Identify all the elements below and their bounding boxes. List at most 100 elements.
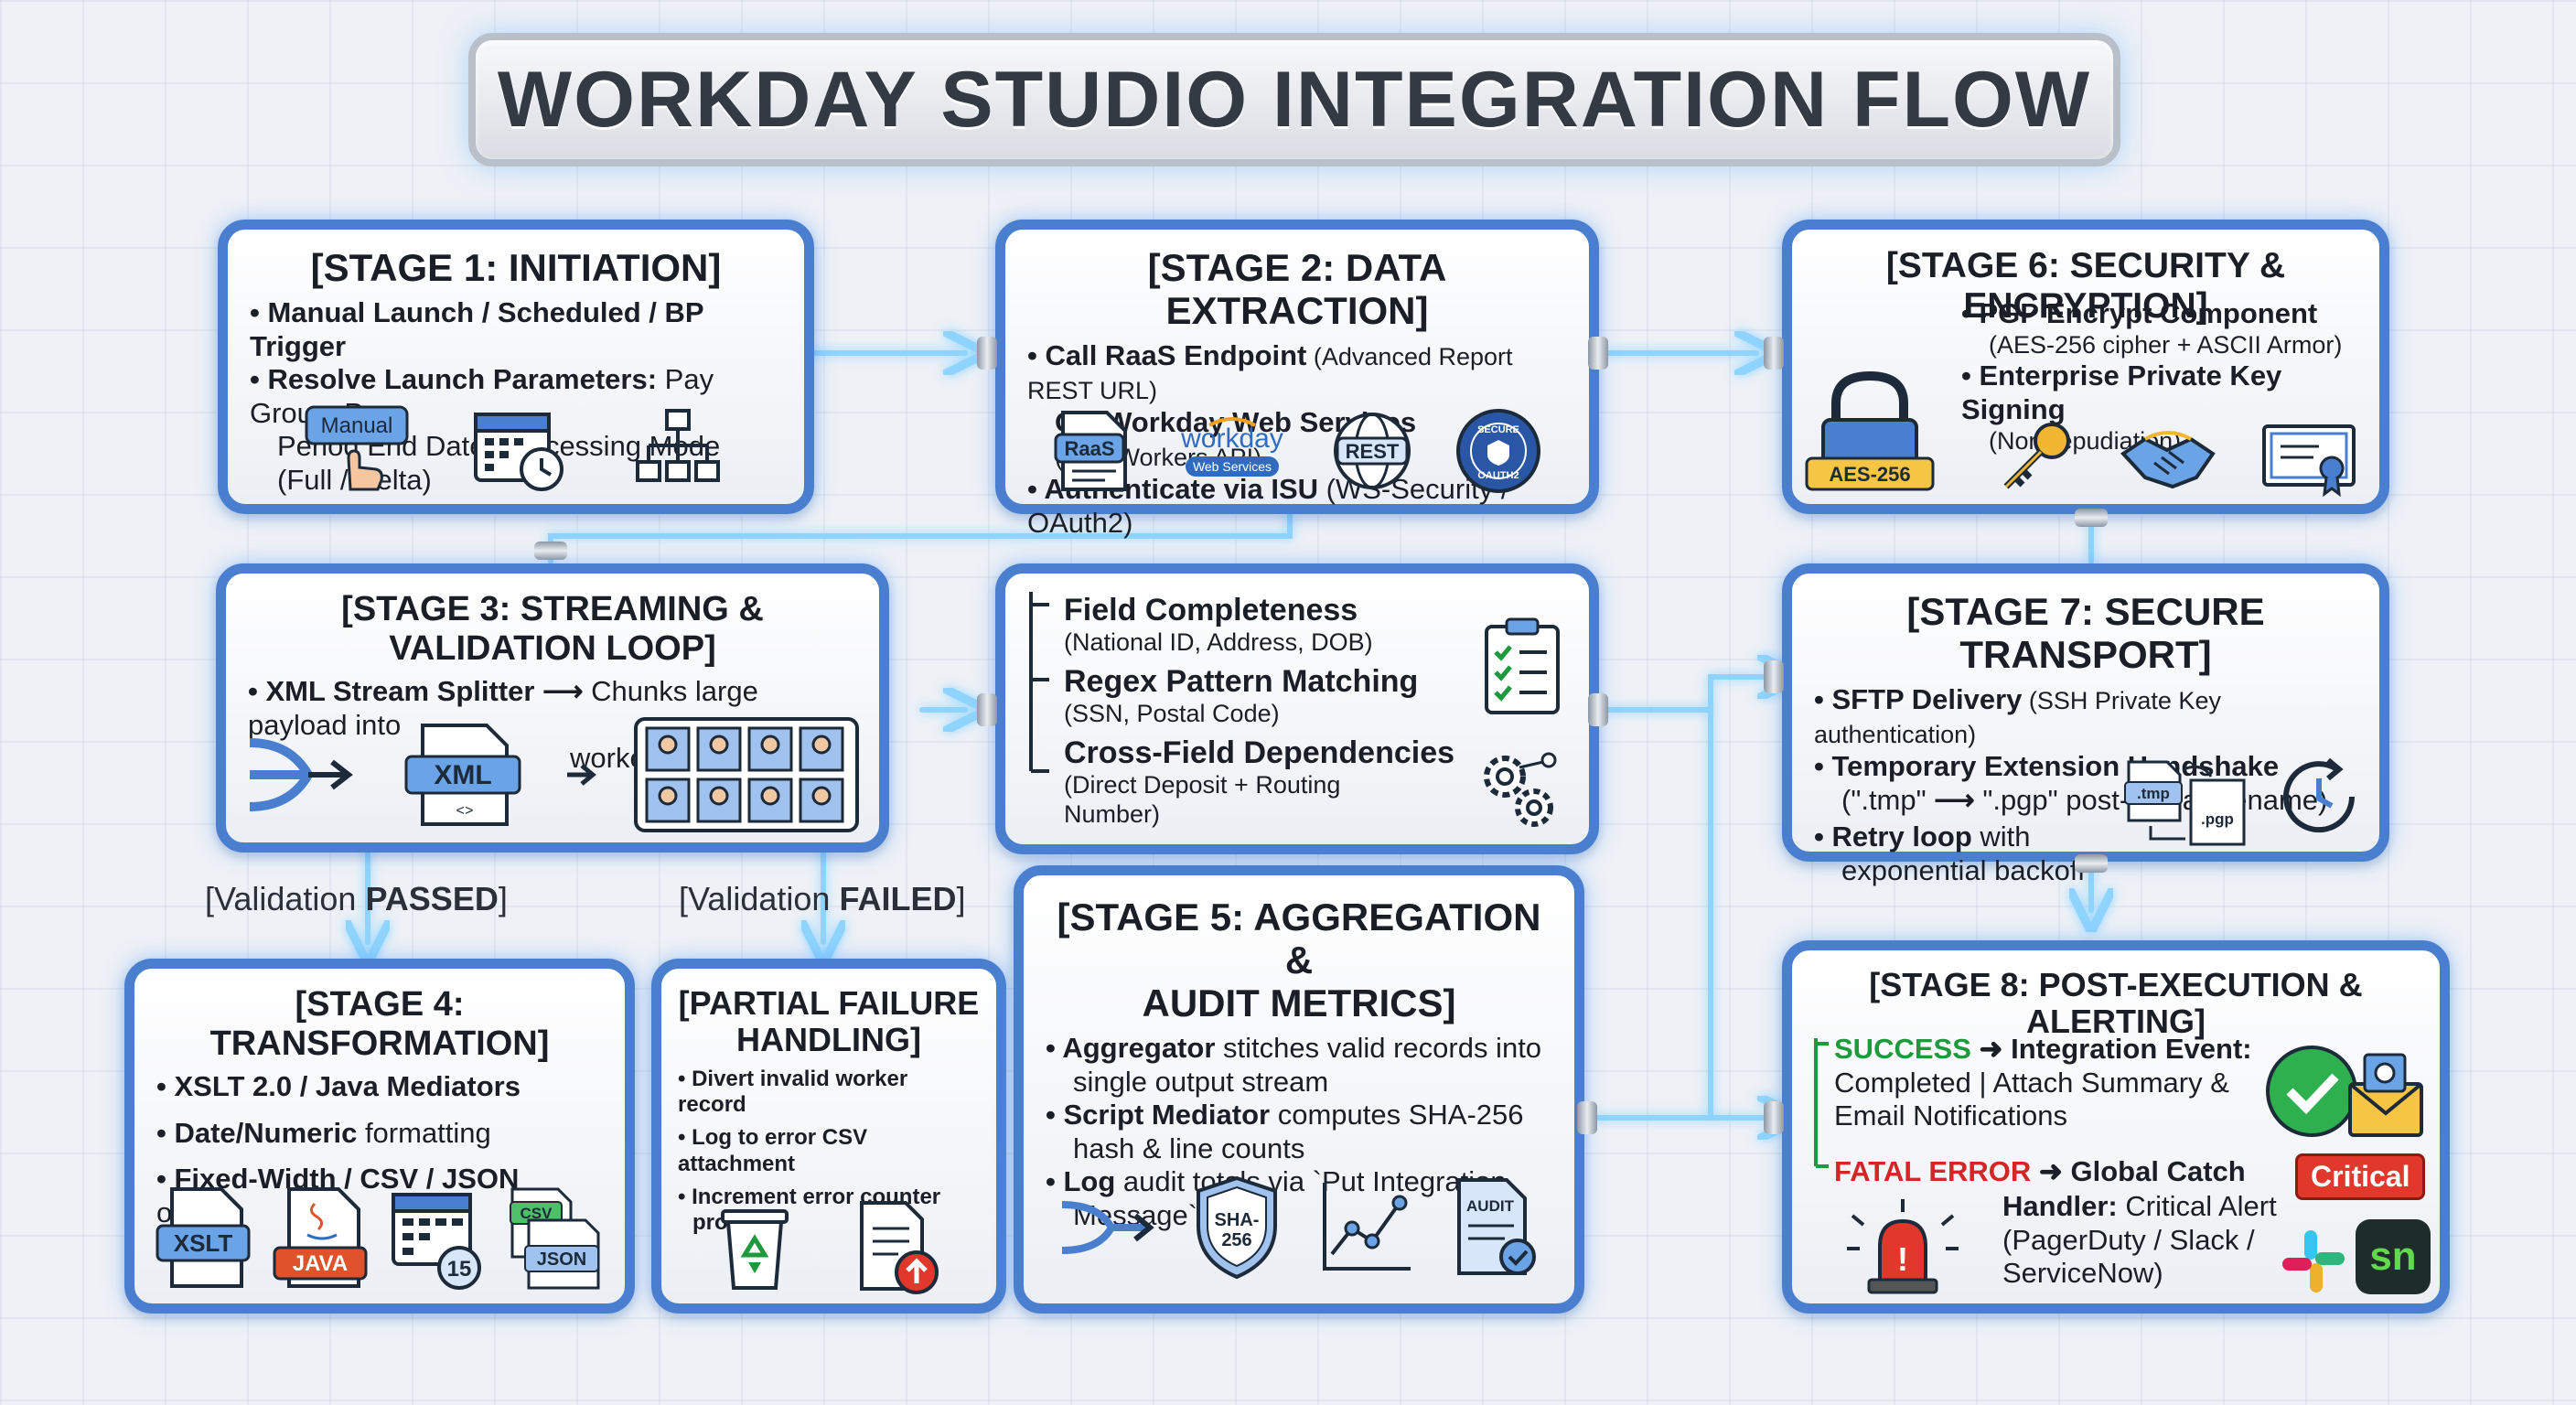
- servicenow-logo-icon: sn: [2356, 1219, 2431, 1294]
- calendar-clock-icon: [473, 413, 564, 491]
- stage-5-heading-2: AUDIT METRICS]: [1142, 981, 1456, 1025]
- svg-text:XML: XML: [434, 760, 491, 790]
- handshake-icon: [2120, 431, 2216, 489]
- stage-3-card: [STAGE 3: STREAMING & VALIDATION LOOP] •…: [216, 563, 889, 853]
- title-plate: WORKDAY STUDIO INTEGRATION FLOW: [468, 33, 2120, 166]
- raas-document-icon: RaaS: [1054, 411, 1127, 491]
- checklist-clipboard-icon: [1485, 617, 1560, 714]
- stage-2-line-1: • Call RaaS Endpoint (Advanced Report RE…: [1027, 339, 1513, 404]
- stage-4-heading: [STAGE 4: TRANSFORMATION]: [209, 985, 550, 1063]
- svg-text:.tmp: .tmp: [2137, 785, 2170, 802]
- stage-1-line-1: • Manual Launch / Scheduled / BP Trigger: [250, 296, 704, 362]
- svg-text:JAVA: JAVA: [293, 1251, 348, 1276]
- stage-6-line-3: • Enterprise Private Key Signing: [1961, 359, 2282, 426]
- stage-8-card: [STAGE 8: POST-EXECUTION & ALERTING] SUC…: [1782, 940, 2450, 1314]
- error-upload-document-icon: [860, 1201, 939, 1294]
- connector-knob: [2075, 509, 2108, 527]
- stream-split-icon: [249, 738, 353, 811]
- connector-knob: [534, 542, 567, 560]
- svg-text:RaaS: RaaS: [1064, 437, 1114, 460]
- rule-tree-lines: [1029, 592, 1049, 773]
- stage-1-card: [STAGE 1: INITIATION] • Manual Launch / …: [218, 220, 814, 514]
- stage-7-card: [STAGE 7: SECURE TRANSPORT] • SFTP Deliv…: [1782, 563, 2389, 886]
- svg-text:Web Services: Web Services: [1193, 459, 1272, 474]
- svg-text:256: 256: [1221, 1230, 1251, 1250]
- stage-8-heading: [STAGE 8: POST-EXECUTION & ALERTING]: [1869, 966, 2363, 1041]
- success-email-icon: [2266, 1046, 2423, 1137]
- xml-document-icon: XML <>: [404, 724, 521, 826]
- stage-1-line-2: • Resolve Launch Parameters: Pay Group, …: [250, 363, 714, 429]
- svg-text:SHA-: SHA-: [1214, 1210, 1259, 1230]
- csv-json-files-icon: CSV JSON: [510, 1187, 600, 1290]
- stage-7-line-4: • Retry loop with: [1814, 820, 2031, 853]
- manual-button-icon: Manual: [305, 405, 409, 491]
- svg-text:REST: REST: [1346, 440, 1400, 463]
- partial-failure-card: [PARTIAL FAILURE HANDLING] • Divert inva…: [651, 959, 1006, 1314]
- rule-field-completeness: Field Completeness: [1064, 593, 1358, 627]
- partial-line-2: • Log to error CSV attachment: [678, 1125, 868, 1176]
- connector-knob: [977, 337, 997, 370]
- wire-validation-s7: [1594, 677, 1779, 713]
- stage-4-line-1: • XSLT 2.0 / Java Mediators: [156, 1070, 521, 1103]
- stage-5-icons: SHA- 256 AUDIT: [1024, 1168, 1574, 1287]
- stage-5-card: [STAGE 5: AGGREGATION & AUDIT METRICS] •…: [1014, 865, 1584, 1314]
- merge-arrows-icon: [1062, 1201, 1155, 1254]
- success-line-1: SUCCESS ➜ Integration Event:: [1834, 1033, 2252, 1065]
- error-line-3: (PagerDuty / Slack /: [2002, 1223, 2255, 1256]
- java-file-icon: JAVA: [273, 1187, 368, 1288]
- svg-text:XSLT: XSLT: [174, 1229, 233, 1257]
- worker-batch-grid-icon: [633, 717, 859, 832]
- hierarchy-icon: [636, 409, 721, 482]
- svg-text:workday: workday: [1180, 424, 1283, 454]
- stage-7-line-5: exponential backoff: [1841, 853, 2086, 886]
- calendar-date-icon: 15: [392, 1193, 481, 1290]
- error-line-4: ServiceNow): [2002, 1257, 2163, 1290]
- file-rename-icon: .tmp .pgp: [2124, 760, 2246, 846]
- stage-4-card: [STAGE 4: TRANSFORMATION] • XSLT 2.0 / J…: [124, 959, 635, 1314]
- siren-alarm-icon: !: [1847, 1199, 1959, 1294]
- success-line-2: Completed | Attach Summary &: [1834, 1066, 2229, 1099]
- stage-1-heading: [STAGE 1: INITIATION]: [310, 246, 722, 289]
- stage-2-icons: RaaS workday Web Services REST SECURE OA…: [1005, 405, 1589, 497]
- stage-5-line-2: single output stream: [1073, 1065, 1329, 1098]
- stage-6-line-2: (AES-256 cipher + ASCII Armor): [1989, 330, 2343, 359]
- stage-2-card: [STAGE 2: DATA EXTRACTION] • Call RaaS E…: [995, 220, 1599, 539]
- rule-cross-field-detail-1: (Direct Deposit + Routing: [1064, 771, 1341, 799]
- partial-line-1: • Divert invalid worker record: [678, 1066, 908, 1117]
- stage-5-line-1: • Aggregator stitches valid records into: [1046, 1032, 1542, 1065]
- svg-text:<>: <>: [456, 803, 473, 820]
- arrow-right-icon: [567, 764, 597, 786]
- certificate-icon: [2262, 424, 2356, 498]
- validation-passed-label: [Validation PASSED]: [205, 880, 508, 917]
- stage-7-line-2: • Temporary Extension Handshake: [1814, 750, 2280, 783]
- critical-badge-label: Critical: [2311, 1160, 2410, 1193]
- audit-report-icon: AUDIT: [1456, 1178, 1536, 1275]
- critical-badge: Critical: [2295, 1153, 2426, 1200]
- stage-5-heading-1: [STAGE 5: AGGREGATION &: [1057, 896, 1541, 982]
- recycle-bin-icon: [721, 1209, 789, 1290]
- connector-knob: [977, 693, 997, 726]
- validation-rules-card: Field Completeness (National ID, Address…: [995, 563, 1599, 854]
- wire-bus-s8: [1708, 707, 1779, 1118]
- svg-text:15: 15: [447, 1257, 472, 1282]
- partial-failure-heading-1: [PARTIAL FAILURE: [678, 984, 980, 1022]
- success-line-3: Email Notifications: [1834, 1099, 2067, 1132]
- partial-icons: [661, 1197, 996, 1298]
- rule-regex-matching: Regex Pattern Matching: [1064, 663, 1419, 699]
- svg-text:.pgp: .pgp: [2201, 810, 2234, 828]
- validation-failed-label: [Validation FAILED]: [679, 880, 966, 917]
- slack-logo-icon: [2282, 1230, 2345, 1292]
- stage-3-heading: [STAGE 3: STREAMING & VALIDATION LOOP]: [341, 590, 764, 668]
- page-title: WORKDAY STUDIO INTEGRATION FLOW: [497, 55, 2092, 144]
- alert-branch-lines: [1814, 1038, 1829, 1168]
- retry-clock-icon: [2283, 757, 2356, 833]
- gears-icon: [1484, 752, 1557, 827]
- rule-regex-matching-detail: (SSN, Postal Code): [1064, 700, 1280, 728]
- svg-text:CSV: CSV: [521, 1205, 553, 1222]
- svg-text:AES-256: AES-256: [1829, 463, 1910, 486]
- rest-api-icon: REST: [1334, 413, 1411, 489]
- rule-field-completeness-detail: (National ID, Address, DOB): [1064, 628, 1373, 657]
- stage-4-line-2: • Date/Numeric formatting: [156, 1116, 491, 1149]
- connector-knob: [1588, 337, 1608, 370]
- connector-knob: [1764, 660, 1784, 693]
